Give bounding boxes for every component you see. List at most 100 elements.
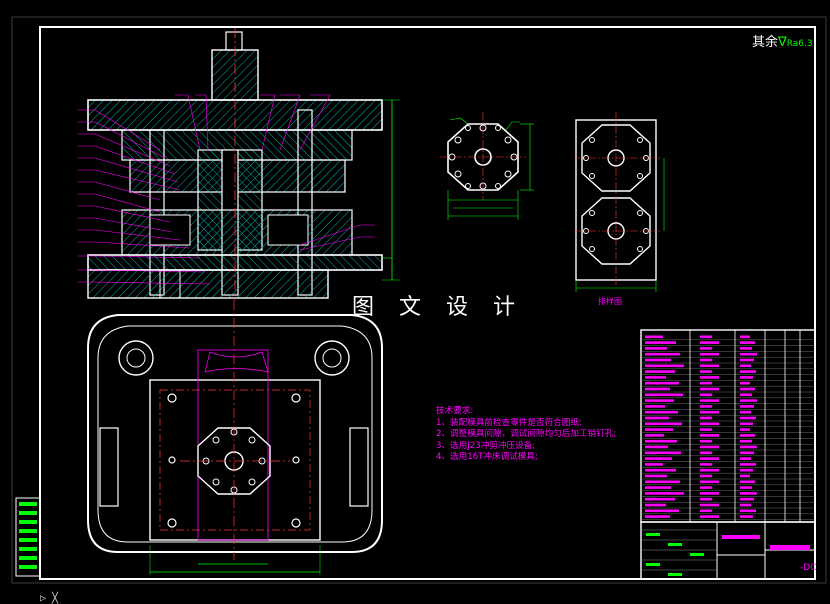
table-cell-mark xyxy=(645,376,666,379)
table-cell-mark xyxy=(700,468,719,472)
title-block xyxy=(640,521,816,580)
table-cell-mark xyxy=(645,515,670,518)
table-cell-mark xyxy=(740,399,757,402)
table-cell-mark xyxy=(740,434,755,437)
table-cell-mark xyxy=(740,439,752,443)
title-block-mark xyxy=(690,553,704,556)
table-cell-mark xyxy=(645,341,676,344)
table-cell-mark xyxy=(700,416,712,420)
table-cell-mark xyxy=(740,364,751,368)
table-cell-mark xyxy=(700,509,712,513)
technical-requirement-item: 3、选用J23冲剪冲压设备; xyxy=(436,440,536,451)
table-cell-mark xyxy=(700,335,712,339)
blank-outline xyxy=(197,427,271,495)
table-cell-mark xyxy=(740,457,751,460)
table-cell-mark xyxy=(740,422,753,426)
guide-bushing-right xyxy=(314,340,350,376)
table-cell-mark xyxy=(645,358,671,362)
table-cell-mark xyxy=(700,364,719,368)
table-cell-mark xyxy=(700,387,719,391)
revision-block xyxy=(15,497,41,577)
guide-bushing-left xyxy=(118,340,154,376)
table-cell-mark xyxy=(645,451,681,455)
table-cell-mark xyxy=(700,503,719,507)
table-cell-mark xyxy=(645,416,669,420)
table-cell-mark xyxy=(645,422,682,426)
table-cell-mark xyxy=(645,410,678,414)
revision-mark xyxy=(19,520,37,524)
roughness-value: Ra6.3 xyxy=(786,39,813,49)
table-cell-mark xyxy=(645,463,663,466)
table-cell-mark xyxy=(740,410,751,414)
table-cell-mark xyxy=(700,439,712,443)
table-cell-mark xyxy=(700,422,719,426)
title-block-mark xyxy=(668,543,682,546)
table-cell-mark xyxy=(700,358,712,362)
title-block-mark xyxy=(646,533,660,536)
table-cell-mark xyxy=(700,405,712,408)
table-cell-mark xyxy=(645,399,674,402)
table-cell-mark xyxy=(700,474,712,478)
table-cell-mark xyxy=(645,381,679,385)
revision-mark xyxy=(19,547,37,551)
table-cell-mark xyxy=(740,416,756,420)
table-cell-mark xyxy=(740,486,752,489)
table-cell-mark xyxy=(740,370,756,373)
table-cell-mark xyxy=(700,457,719,460)
table-cell-mark xyxy=(700,515,719,518)
table-cell-mark xyxy=(700,347,712,350)
table-cell-mark xyxy=(700,492,719,495)
roughness-symbol-icon: ∇ xyxy=(778,35,787,50)
revision-mark xyxy=(19,502,37,506)
table-cell-mark xyxy=(740,405,754,408)
table-cell-mark xyxy=(740,347,752,350)
section-view xyxy=(78,28,400,300)
table-cell-mark xyxy=(645,480,680,484)
table-cell-mark xyxy=(700,428,712,431)
outer-frame xyxy=(11,16,827,584)
table-cell-mark xyxy=(645,370,675,373)
table-cell-mark xyxy=(740,352,757,356)
roughness-prefix: 其余 xyxy=(752,35,779,50)
table-cell-mark xyxy=(645,457,672,460)
table-cell-mark xyxy=(645,364,684,368)
title-block-mark xyxy=(668,573,682,576)
table-cell-mark xyxy=(700,399,719,402)
table-cell-mark xyxy=(700,497,712,501)
revision-mark xyxy=(19,565,37,569)
table-cell-mark xyxy=(645,503,666,507)
corner-mark: ▷ ╳ xyxy=(40,593,59,604)
table-cell-mark xyxy=(700,434,719,437)
table-cell-mark xyxy=(645,497,675,501)
table-cell-mark xyxy=(740,428,750,431)
titleblock-code: -DC xyxy=(800,563,817,573)
table-cell-mark xyxy=(740,468,753,472)
table-cell-mark xyxy=(645,405,665,408)
table-cell-mark xyxy=(740,335,750,339)
table-cell-mark xyxy=(740,358,754,362)
shank xyxy=(211,49,259,101)
table-cell-mark xyxy=(645,352,680,356)
table-cell-mark xyxy=(740,480,755,484)
technical-requirements-title: 技术要求: xyxy=(436,406,474,416)
table-cell-mark xyxy=(645,439,677,443)
table-cell-mark xyxy=(700,341,719,344)
die-set-outline xyxy=(87,314,383,553)
technical-requirements: 技术要求: 1、装配模具前检查零件是否符合图纸; 2、调整模具间隙，调试间隙均匀… xyxy=(436,406,616,464)
drawing-border xyxy=(39,26,816,580)
part-detail-view xyxy=(440,112,534,220)
table-cell-mark xyxy=(645,486,671,489)
table-cell-mark xyxy=(700,410,719,414)
table-cell-mark xyxy=(740,509,756,513)
table-cell-mark xyxy=(700,370,712,373)
table-cell-mark xyxy=(740,341,755,344)
table-cell-mark xyxy=(645,509,679,513)
table-cell-mark xyxy=(645,445,668,449)
technical-requirement-item: 1、装配模具前检查零件是否符合图纸; xyxy=(436,417,582,428)
table-cell-mark xyxy=(700,486,712,489)
table-cell-mark xyxy=(700,376,719,379)
table-cell-mark xyxy=(645,393,683,397)
revision-mark xyxy=(19,556,37,560)
table-cell-mark xyxy=(740,492,757,495)
